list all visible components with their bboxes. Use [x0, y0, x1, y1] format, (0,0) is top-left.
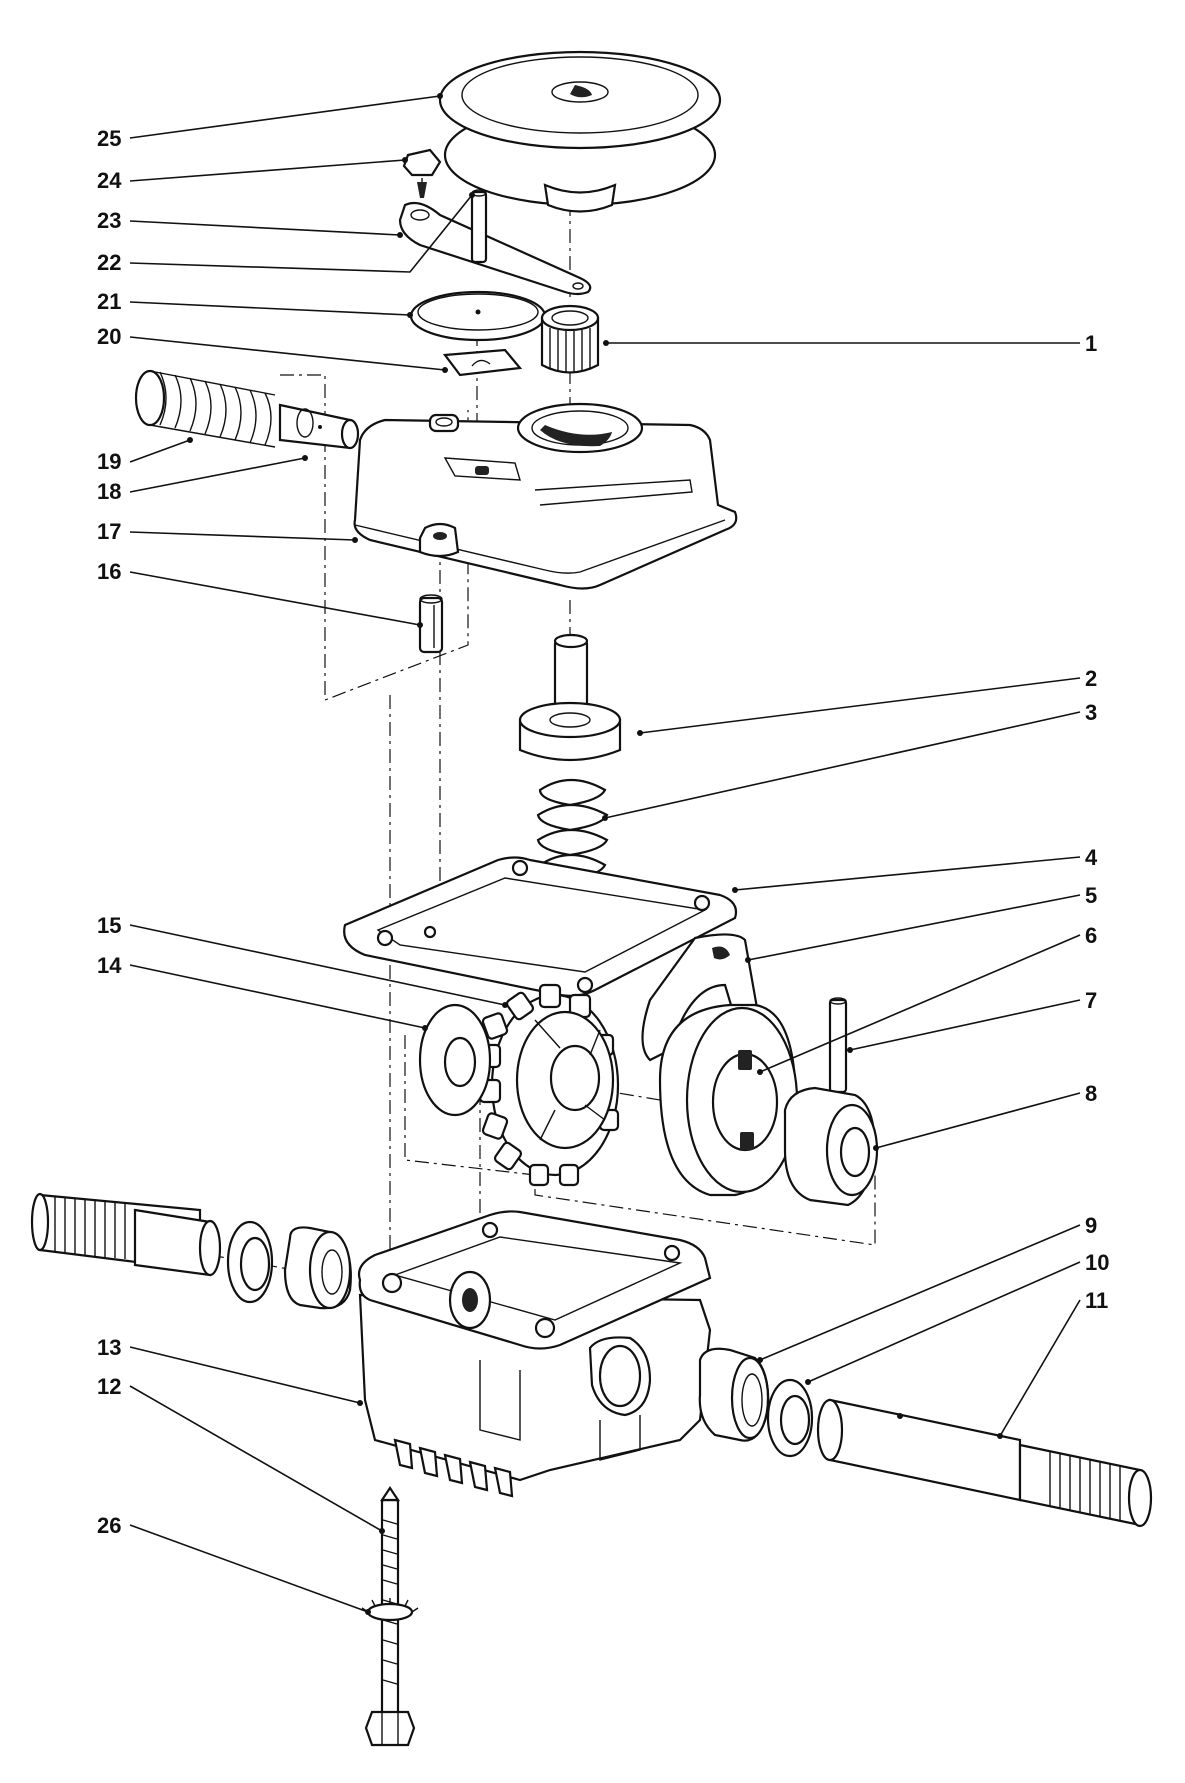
gearbox-top-cover — [353, 402, 738, 590]
label-1: 1 — [1085, 331, 1097, 356]
label-16: 16 — [97, 559, 121, 584]
seal-plate — [442, 348, 523, 377]
label-15: 15 — [97, 913, 121, 938]
label-21: 21 — [97, 289, 121, 314]
label-7: 7 — [1085, 988, 1097, 1013]
round-cover-plate — [409, 290, 547, 342]
label-23: 23 — [97, 208, 121, 233]
label-18: 18 — [97, 479, 121, 504]
hex-screw — [402, 148, 442, 198]
shift-fork — [641, 933, 762, 1062]
label-4: 4 — [1085, 845, 1098, 870]
right-oil-seal — [766, 1378, 814, 1458]
compression-spring — [134, 369, 276, 448]
right-bushing — [698, 1347, 770, 1442]
label-3: 3 — [1085, 700, 1097, 725]
label-24: 24 — [97, 168, 122, 193]
left-bushing — [283, 1226, 352, 1310]
lock-washer — [361, 1598, 419, 1622]
label-20: 20 — [97, 324, 121, 349]
label-17: 17 — [97, 519, 121, 544]
drive-pin — [828, 997, 848, 1094]
dog-collar — [783, 1086, 879, 1207]
callout-labels: 25 24 23 22 21 20 1 19 18 17 16 2 3 4 5 … — [97, 126, 1109, 1538]
label-19: 19 — [97, 449, 121, 474]
needle-roller-bearing — [540, 304, 600, 374]
label-5: 5 — [1085, 883, 1097, 908]
pulley — [438, 50, 722, 213]
gasket — [343, 856, 738, 997]
shaft-pin — [470, 189, 488, 264]
label-6: 6 — [1085, 923, 1097, 948]
plunger-rod — [278, 403, 360, 450]
label-10: 10 — [1085, 1250, 1109, 1275]
label-14: 14 — [97, 953, 122, 978]
label-11: 11 — [1085, 1288, 1108, 1313]
worm-gear — [478, 983, 620, 1187]
label-9: 9 — [1085, 1213, 1097, 1238]
label-8: 8 — [1085, 1081, 1097, 1106]
label-26: 26 — [97, 1513, 121, 1538]
label-13: 13 — [97, 1335, 121, 1360]
left-oil-seal — [226, 1220, 274, 1304]
dowel-pin — [418, 594, 444, 654]
thrust-washer — [418, 1003, 492, 1117]
label-12: 12 — [97, 1374, 121, 1399]
right-axle-shaft — [816, 1398, 1153, 1528]
leader-lines — [129, 93, 1081, 1615]
gearbox-housing — [357, 1210, 712, 1498]
label-25: 25 — [97, 126, 121, 151]
label-2: 2 — [1085, 666, 1097, 691]
clutch-sleeve — [658, 1003, 799, 1197]
label-22: 22 — [97, 250, 121, 275]
left-axle-shaft — [30, 1192, 222, 1277]
